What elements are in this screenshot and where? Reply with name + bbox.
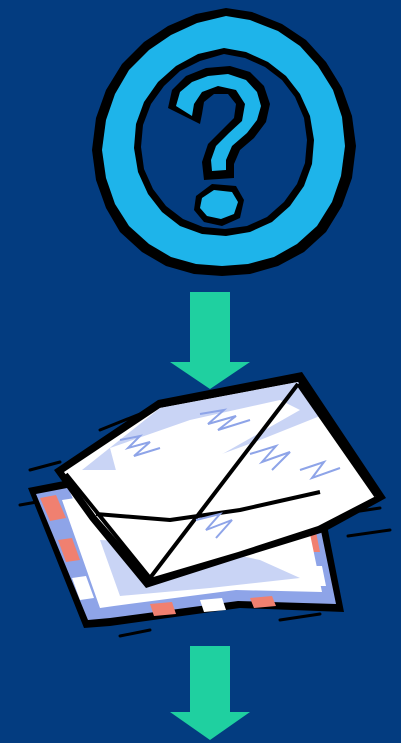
slide-canvas — [0, 0, 401, 743]
flow-illustration — [0, 0, 401, 743]
